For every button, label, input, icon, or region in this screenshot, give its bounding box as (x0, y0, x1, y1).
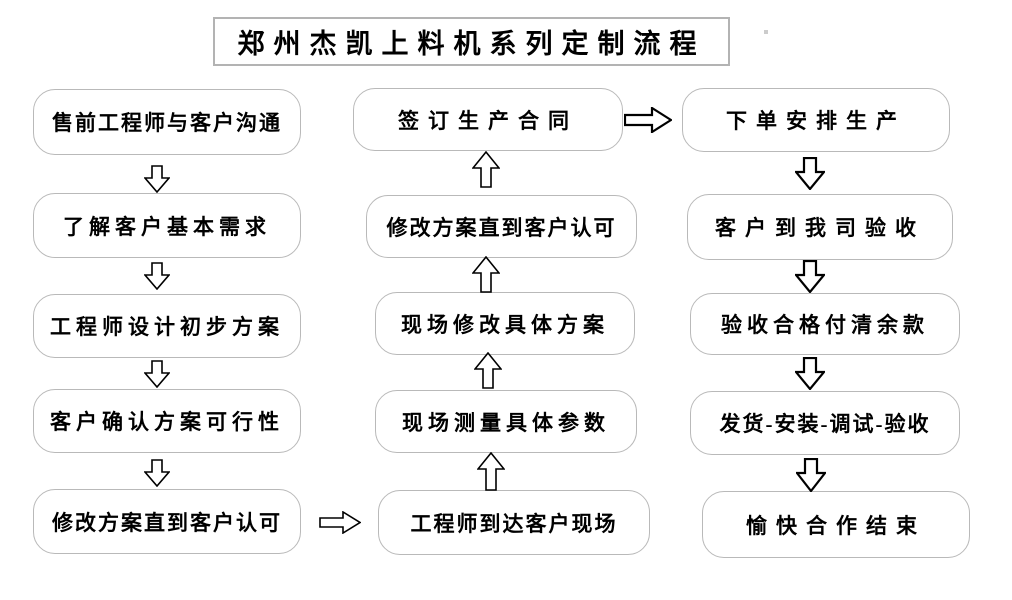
flow-node-sign-contract: 签订生产合同 (353, 88, 623, 151)
flow-node-understand-needs: 了解客户基本需求 (33, 193, 301, 258)
flow-node-place-order-production: 下单安排生产 (682, 88, 950, 152)
flow-node-customer-acceptance-visit: 客户到我司验收 (687, 194, 953, 260)
flow-node-ship-install-debug-accept: 发货-安装-调试-验收 (690, 391, 960, 455)
arrow-down-icon (795, 260, 825, 293)
arrow-up-icon (472, 256, 500, 293)
flow-node-onsite-modify-plan: 现场修改具体方案 (375, 292, 635, 355)
arrow-down-icon (795, 357, 825, 390)
flow-node-presales-communication: 售前工程师与客户沟通 (33, 89, 301, 155)
flow-node-onsite-measure-parameters: 现场测量具体参数 (375, 390, 637, 453)
arrow-down-icon (144, 165, 170, 193)
flow-node-pay-balance: 验收合格付清余款 (690, 293, 960, 355)
arrow-up-icon (472, 151, 500, 188)
flow-node-revise-until-approved-2: 修改方案直到客户认可 (366, 195, 637, 258)
arrow-up-icon (474, 352, 502, 389)
flow-node-happy-cooperation-end: 愉快合作结束 (702, 491, 970, 558)
artifact-dot (764, 30, 768, 34)
arrow-down-icon (144, 262, 170, 290)
arrow-down-icon (144, 459, 170, 487)
flow-node-preliminary-design: 工程师设计初步方案 (33, 294, 301, 358)
flow-node-confirm-feasibility: 客户确认方案可行性 (33, 389, 301, 453)
arrow-up-icon (477, 452, 505, 491)
flow-node-revise-until-approved-1: 修改方案直到客户认可 (33, 489, 301, 554)
arrow-down-icon (144, 360, 170, 388)
flow-node-engineer-arrives-site: 工程师到达客户现场 (378, 490, 650, 555)
arrow-right-icon (319, 511, 361, 534)
title-box: 郑州杰凯上料机系列定制流程 (213, 17, 730, 66)
diagram-title: 郑州杰凯上料机系列定制流程 (237, 29, 706, 59)
arrow-right-icon (624, 107, 672, 133)
arrow-down-icon (795, 157, 825, 190)
arrow-down-icon (796, 458, 826, 492)
